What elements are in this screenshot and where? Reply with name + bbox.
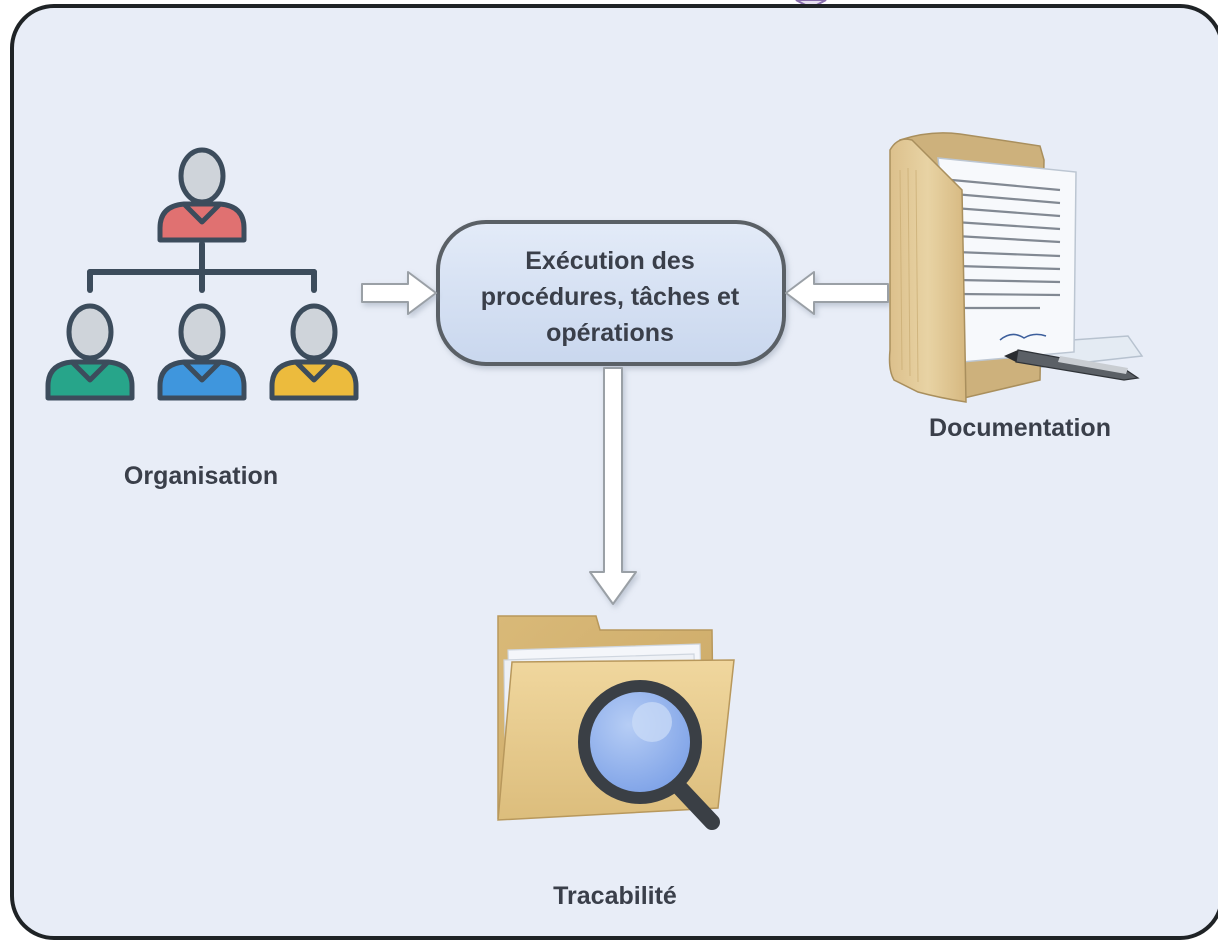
organisation-label: Organisation [123,462,279,490]
center-node-line-3: opérations [546,319,674,347]
center-process-node [436,220,786,366]
tracabilite-label: Tracabilité [553,882,677,910]
magnifier-icon [578,680,720,830]
center-node-label: Exécution des procédures, tâches et opér… [440,232,780,362]
pen-icon [1004,349,1140,381]
documentation-label: Documentation [929,414,1111,442]
person-green-icon [45,303,135,401]
person-top-icon [157,147,247,243]
person-yellow-icon [269,303,359,401]
center-node-line-2: procédures, tâches et [480,283,740,311]
arrow-center-to-tracabilite [589,367,637,605]
arrow-documentation-to-center [785,271,889,315]
person-blue-icon [157,303,247,401]
arrow-organisation-to-center [361,271,437,315]
document-folder-icon [888,132,1144,403]
center-node-line-1: Exécution des [525,247,695,275]
document-page [937,157,1077,363]
folder-search-icon [497,615,735,830]
org-chart-icon [45,147,359,401]
